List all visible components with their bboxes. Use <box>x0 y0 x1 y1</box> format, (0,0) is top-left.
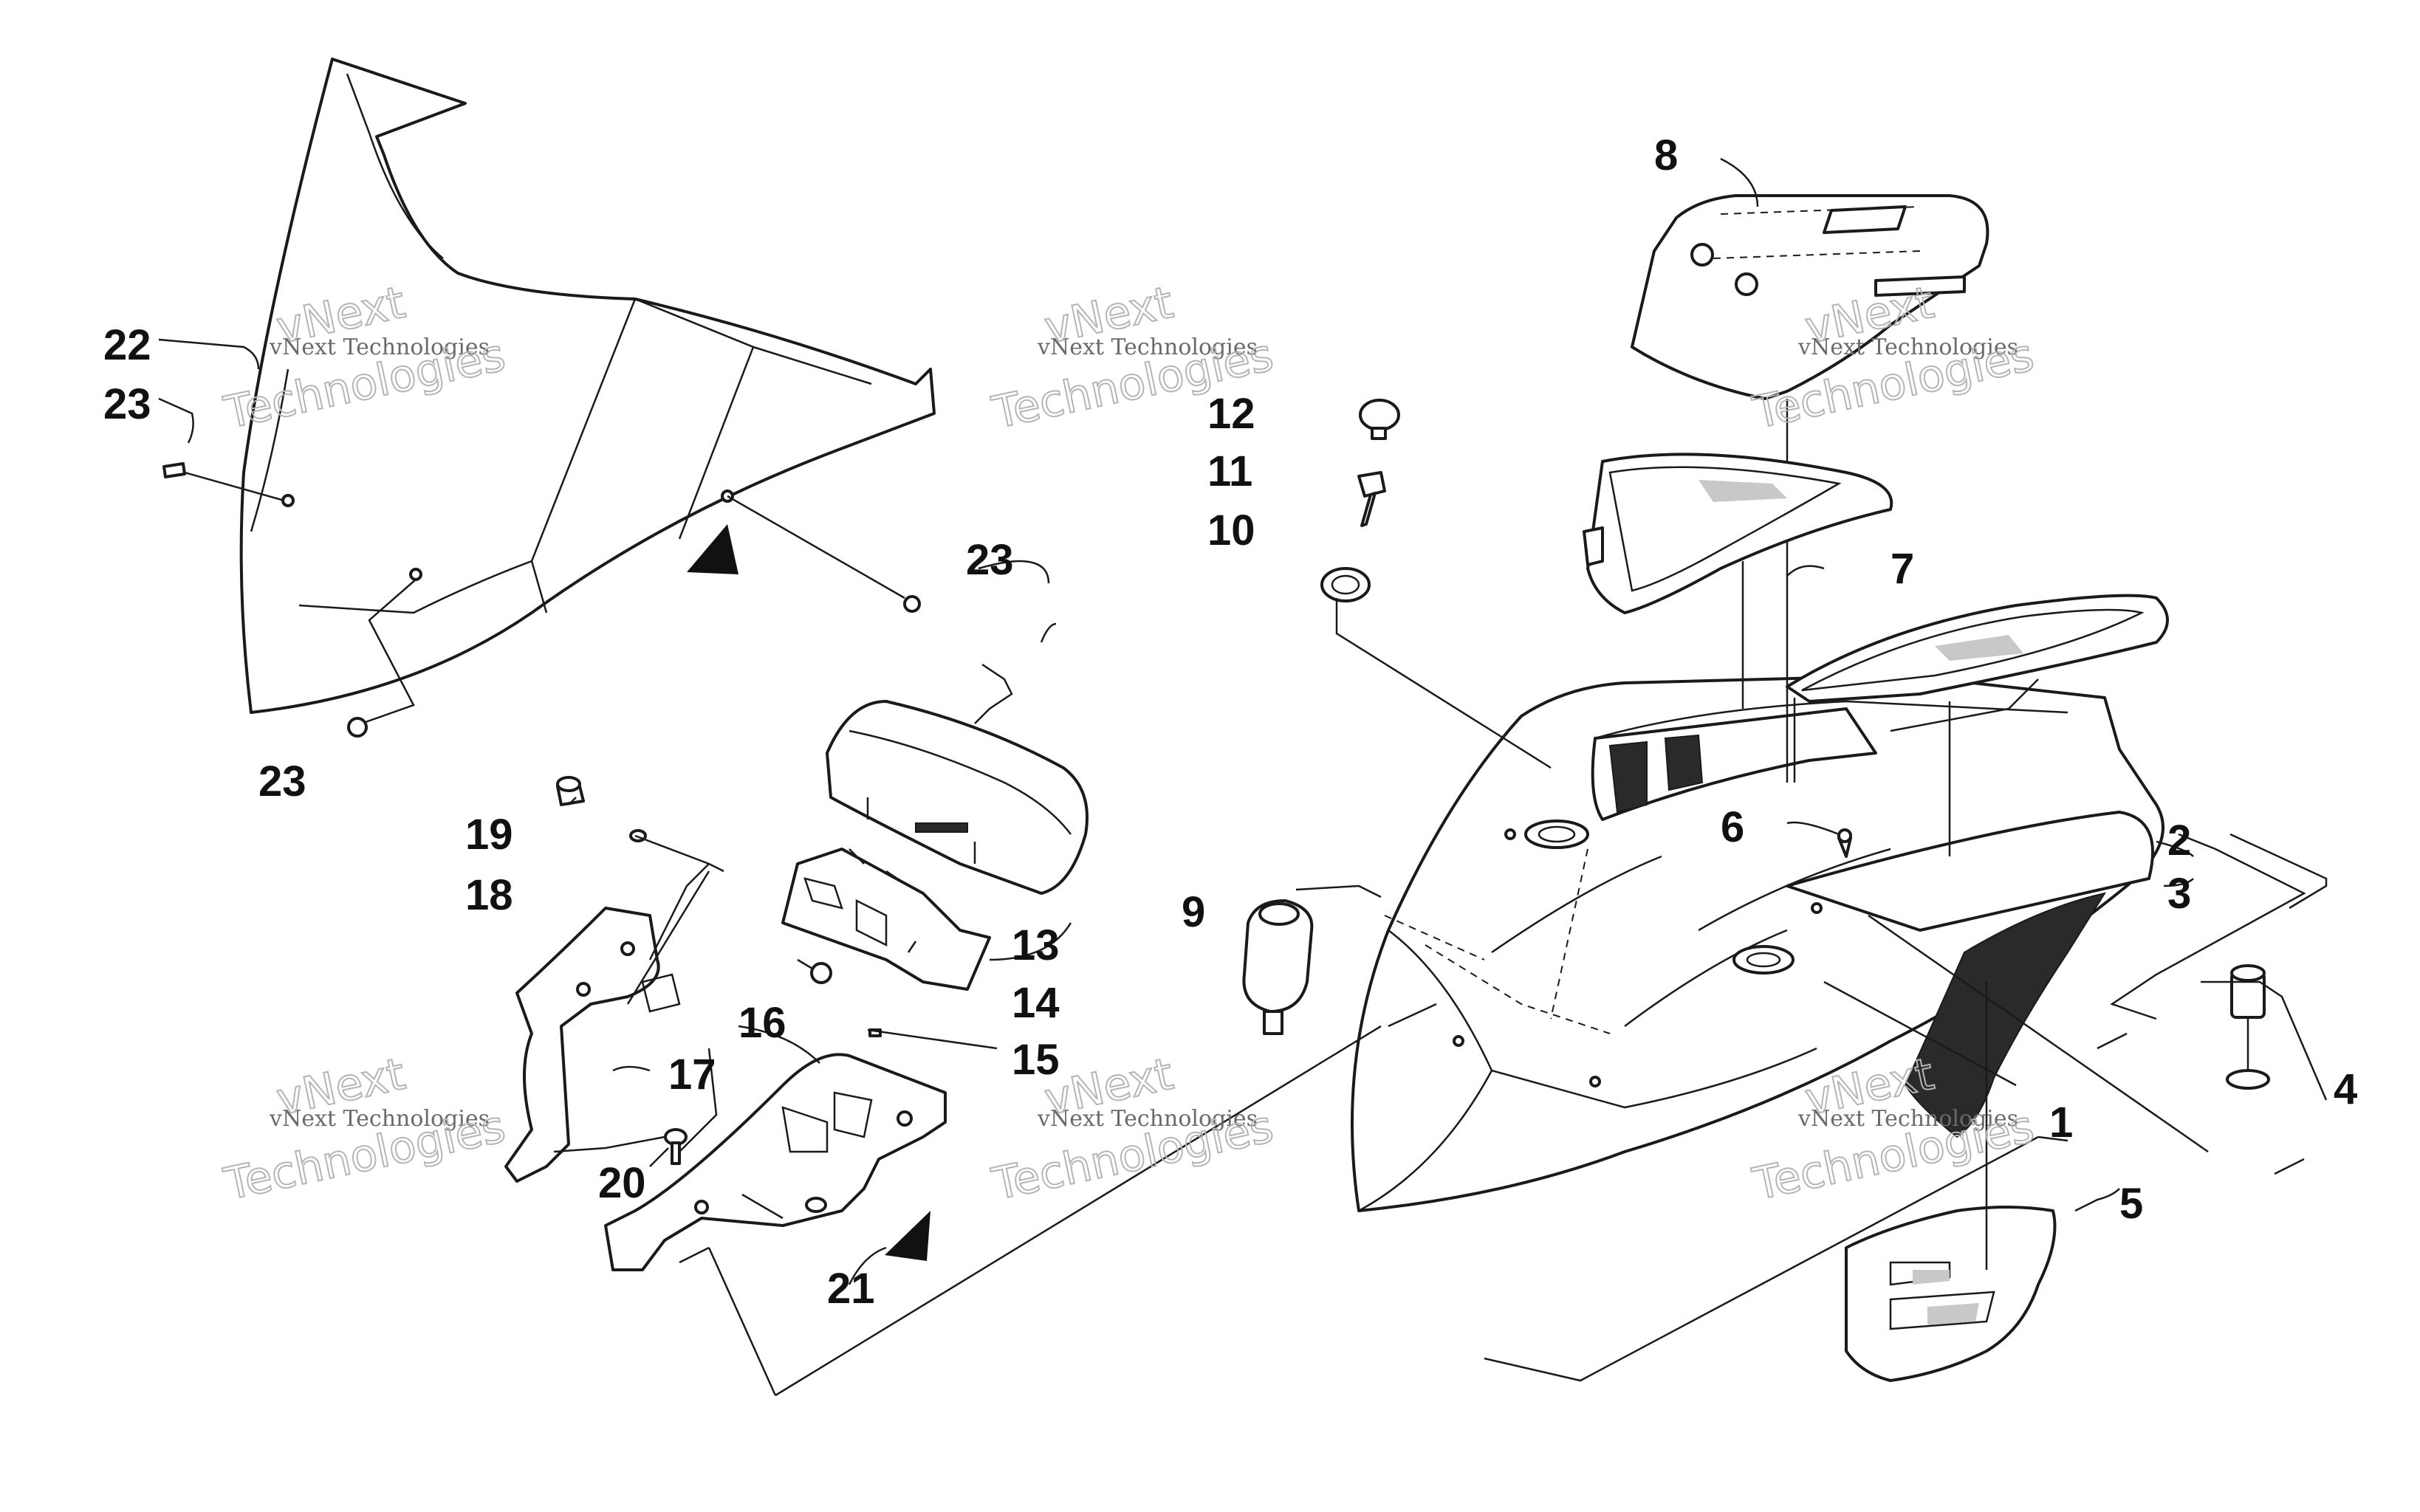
callout-16: 16 <box>738 999 786 1047</box>
storage-tray-right-part <box>1786 594 2169 856</box>
svg-text:vNext Technologies: vNext Technologies <box>1797 1106 2018 1132</box>
windshield-part <box>239 58 936 714</box>
callout-23-left: 23 <box>103 380 151 428</box>
leader-lines <box>158 157 2328 1285</box>
callout-21: 21 <box>827 1265 875 1313</box>
nut-15-part <box>868 1028 882 1037</box>
watermark-bottom-left: vNext Technologies vNext Technologies <box>219 1048 511 1212</box>
svg-text:vNext Technologies: vNext Technologies <box>269 334 490 360</box>
callout-2: 2 <box>2167 817 2191 865</box>
callout-1: 1 <box>2049 1099 2073 1147</box>
screw-23-bottom <box>347 579 417 738</box>
callout-22: 22 <box>103 321 151 369</box>
storage-lid-part <box>1631 194 1989 783</box>
screw-20-part <box>664 1128 688 1165</box>
callout-23-bottom: 23 <box>258 757 306 805</box>
callout-7: 7 <box>1891 545 1914 593</box>
svg-text:vNext Technologies: vNext Technologies <box>1797 334 2018 360</box>
mount-bracket-left-part <box>504 907 681 1183</box>
callout-20: 20 <box>598 1159 646 1207</box>
gauge-bracket-part <box>781 848 991 991</box>
view-arrow-windshield <box>687 524 738 574</box>
callout-18: 18 <box>465 871 513 919</box>
screw-16-part <box>797 958 832 984</box>
assembly-line-bracket <box>553 863 718 1153</box>
callout-10: 10 <box>1207 506 1255 554</box>
callout-13: 13 <box>1012 921 1060 969</box>
assembly-line-hood <box>679 1003 1437 1397</box>
screw-23-right <box>727 495 921 613</box>
hood-panel-part <box>1351 674 2164 1212</box>
svg-text:vNext Technologies: vNext Technologies <box>1037 1106 1258 1132</box>
callout-6: 6 <box>1721 803 1744 851</box>
assembly-line-lower <box>1484 1135 2068 1382</box>
callout-12: 12 <box>1207 390 1255 438</box>
hood-vent-part <box>1845 982 2057 1382</box>
callout-4: 4 <box>2334 1065 2357 1113</box>
svg-text:vNext Technologies: vNext Technologies <box>1037 334 1258 360</box>
callout-11: 11 <box>1207 447 1252 495</box>
screw-23-left <box>162 462 285 502</box>
ignition-switch-part <box>1242 899 1314 1035</box>
power-outlet-part <box>2226 964 2270 1090</box>
callout-15: 15 <box>1012 1036 1060 1084</box>
assembly-line-right <box>2110 833 2306 1020</box>
view-arrow-bracket <box>885 1211 930 1261</box>
nut-21-part <box>805 1197 827 1213</box>
callout-9: 9 <box>1182 888 1205 936</box>
assembly-line-9 <box>1295 884 1382 898</box>
callout-19: 19 <box>465 811 513 859</box>
assembly-dash-9 <box>1384 915 1485 961</box>
gauge-part <box>826 700 1089 895</box>
callout-17: 17 <box>668 1051 716 1099</box>
nut-19-part <box>556 776 585 806</box>
ignition-bezel-part <box>1320 567 1371 602</box>
storage-tray-left-part <box>1583 453 1893 709</box>
key-cap-part <box>1359 399 1400 440</box>
callout-23-right: 23 <box>966 536 1014 584</box>
mount-bracket-right-part <box>604 1053 947 1271</box>
leader-10-to-hood <box>1335 598 1552 769</box>
svg-text:vNext Technologies: vNext Technologies <box>269 1106 490 1132</box>
callout-8: 8 <box>1654 131 1678 179</box>
callout-14: 14 <box>1012 979 1060 1027</box>
callout-5: 5 <box>2119 1180 2143 1228</box>
screw-6-part <box>1837 828 1852 858</box>
callout-3: 3 <box>2167 870 2191 918</box>
key-part <box>1357 471 1386 527</box>
